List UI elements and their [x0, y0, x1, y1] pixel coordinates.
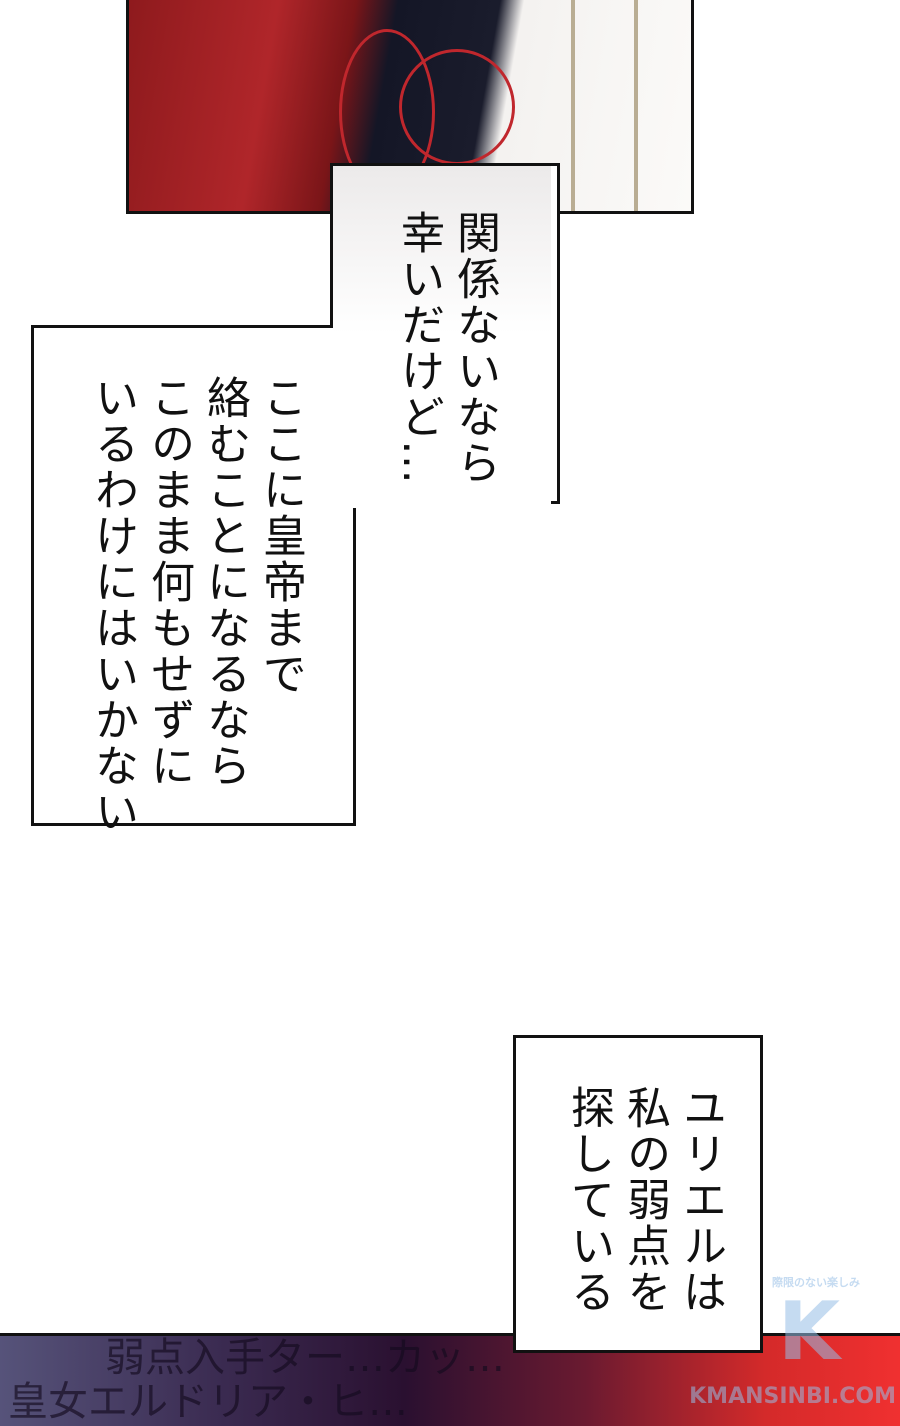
- caption-line: このまま何もせずに: [143, 375, 194, 789]
- caption-box-3: [513, 1035, 763, 1353]
- caption-2-text: ここに皇帝まで 絡むことになるなら このまま何もせずに いるわけにはいかない: [84, 375, 308, 835]
- caption-line: 探している: [563, 1085, 614, 1315]
- caption-merge-cover: [333, 166, 551, 334]
- watermark-tagline: 際限のない楽しみ: [772, 1276, 860, 1289]
- caption-line: ここに皇帝まで: [255, 375, 306, 697]
- caption-3-text: ユリエルは 私の弱点を 探している: [560, 1085, 728, 1315]
- wall-ornament: [571, 0, 575, 211]
- wall-ornament: [634, 0, 638, 211]
- caption-1-text: 関係ないなら 幸いだけど…: [390, 210, 502, 486]
- caption-line: いるわけにはいかない: [87, 375, 138, 835]
- caption-line: ユリエルは: [675, 1085, 726, 1315]
- caption-line: 私の弱点を: [619, 1085, 670, 1315]
- caption-merge-cover: [333, 328, 551, 508]
- bottom-art-panel: 弱点入手ター…カッ… 皇女エルドリア・ヒ…: [0, 1333, 900, 1426]
- caption-line: 絡むことになるなら: [199, 375, 250, 789]
- watermark-k-icon: K: [778, 1285, 840, 1378]
- bottom-text-line: 皇女エルドリア・ヒ…: [8, 1379, 408, 1425]
- bottom-text-line: 弱点入手ター…カッ…: [105, 1335, 505, 1381]
- watermark-text: KMANSINBI.COM: [689, 1384, 896, 1409]
- caption-line: 幸いだけど…: [393, 210, 444, 486]
- caption-line: 関係ないなら: [449, 210, 500, 486]
- caption-box-2: [31, 325, 356, 826]
